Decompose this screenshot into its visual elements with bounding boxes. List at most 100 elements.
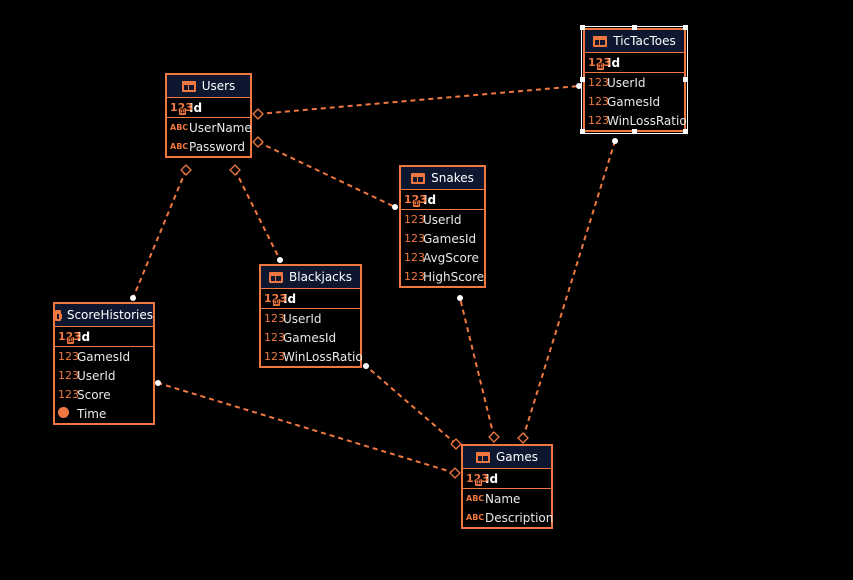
parent-diamond-marker [488, 431, 500, 443]
selection-handle[interactable] [580, 77, 585, 82]
relationship-line [257, 85, 580, 115]
relationship-games-blackjacks[interactable] [363, 363, 462, 450]
parent-diamond-marker [517, 432, 529, 444]
entity-header[interactable]: ScoreHistories [55, 304, 153, 327]
relationship-games-scorehistories[interactable] [155, 380, 461, 479]
attribute-name: WinLossRatio [607, 113, 687, 128]
attribute-row[interactable]: Time [55, 404, 153, 423]
key-icon: ⚿ [67, 337, 74, 344]
key-section: 123⚿Id [585, 53, 684, 73]
string-type-icon: ABC [170, 123, 189, 132]
relationship-line [522, 140, 616, 439]
selection-handle[interactable] [580, 129, 585, 134]
primary-key-name: Id [423, 192, 437, 207]
type-label: 123 [404, 213, 425, 226]
child-dot-marker [457, 295, 463, 301]
child-dot-marker [576, 83, 582, 89]
type-label: 123 [588, 76, 609, 89]
primary-key-row[interactable]: 123⚿Id [401, 190, 484, 209]
primary-key-row[interactable]: 123⚿Id [261, 289, 360, 308]
relationship-games-snakes[interactable] [457, 295, 500, 443]
selection-handle[interactable] [580, 25, 585, 30]
primary-key-row[interactable]: 123⚿Id [463, 469, 551, 488]
entity-title: Snakes [431, 171, 474, 185]
child-dot-marker [277, 257, 283, 263]
numeric-type-icon: 123 [588, 95, 609, 108]
attribute-name: AvgScore [423, 250, 479, 265]
primary-key-row[interactable]: 123⚿Id [585, 53, 684, 72]
type-label: 123 [404, 251, 425, 264]
primary-key-name: Id [485, 471, 499, 486]
child-dot-marker [363, 363, 369, 369]
primary-key-name: Id [189, 100, 203, 115]
relationship-users-snakes[interactable] [252, 136, 398, 210]
selection-handle[interactable] [683, 25, 688, 30]
attribute-name: UserId [423, 212, 462, 227]
attribute-name: UserId [283, 311, 322, 326]
primary-key-row[interactable]: 123⚿Id [167, 98, 250, 117]
selection-handle[interactable] [631, 129, 637, 134]
entity-snakes[interactable]: Snakes123⚿Id123UserId123GamesId123AvgSco… [399, 165, 486, 288]
selection-handle[interactable] [683, 77, 688, 82]
attribute-name: Score [77, 387, 111, 402]
child-dot-marker [130, 295, 136, 301]
selection-handle[interactable] [683, 129, 688, 134]
primary-key-name: Id [607, 55, 621, 70]
numeric-type-icon: 123 [404, 251, 425, 264]
key-section: 123⚿Id [463, 469, 551, 489]
type-label: 123 [466, 472, 489, 485]
attribute-name: Time [77, 406, 107, 421]
entity-header[interactable]: Games [463, 446, 551, 469]
type-label: 123 [58, 369, 79, 382]
type-label: 123 [264, 350, 285, 363]
type-label: 123 [58, 350, 79, 363]
entity-tictactoes[interactable]: TicTacToes123⚿Id123UserId123GamesId123Wi… [581, 26, 688, 134]
string-type-icon: ABC [170, 142, 189, 151]
entity-header[interactable]: Snakes [401, 167, 484, 190]
parent-diamond-marker [252, 136, 264, 148]
entity-title: Users [201, 79, 236, 93]
entity-blackjacks[interactable]: Blackjacks123⚿Id123UserId123GamesId123Wi… [259, 264, 363, 368]
relationship-users-scorehistories[interactable] [130, 164, 192, 301]
attribute-name: Description [485, 510, 554, 525]
relationship-line [157, 382, 456, 474]
entity-header[interactable]: Users [167, 75, 250, 98]
table-icon [269, 271, 284, 283]
selection-handle[interactable] [631, 25, 637, 30]
attribute-name: GamesId [283, 330, 337, 345]
key-section: 123⚿Id [261, 289, 360, 309]
entity-header[interactable]: Blackjacks [261, 266, 360, 289]
relationship-users-tictactoes[interactable] [252, 83, 582, 120]
primary-key-row[interactable]: 123⚿Id [55, 327, 153, 346]
numeric-type-icon: 123⚿ [264, 292, 287, 306]
relationship-games-tictactoes[interactable] [517, 138, 618, 444]
entity-scorehistories[interactable]: ScoreHistories123⚿Id123GamesId123UserId1… [53, 302, 155, 425]
relationship-users-blackjacks[interactable] [229, 164, 283, 263]
entity-header[interactable]: TicTacToes [585, 30, 684, 53]
numeric-type-icon: 123⚿ [466, 472, 489, 486]
child-dot-marker [612, 138, 618, 144]
